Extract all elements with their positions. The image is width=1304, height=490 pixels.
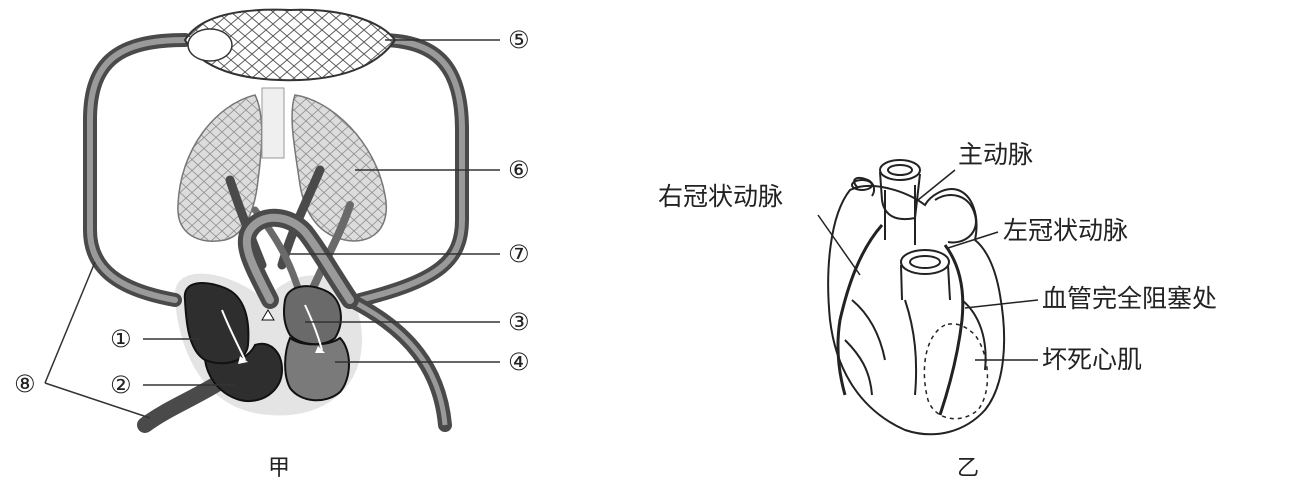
label-aorta: 主动脉 bbox=[958, 140, 1033, 169]
caption-jia: 甲 bbox=[268, 456, 290, 481]
lower-vena-cava bbox=[137, 377, 223, 433]
label-1: ① bbox=[110, 325, 132, 353]
label-2: ② bbox=[110, 371, 132, 399]
right-lung bbox=[291, 94, 388, 242]
label-blockage: 血管完全阻塞处 bbox=[1042, 284, 1217, 313]
label-3: ③ bbox=[508, 308, 530, 336]
label-necrosis: 坏死心肌 bbox=[1042, 345, 1142, 374]
heart-outline bbox=[827, 184, 1006, 436]
left-coronary-artery bbox=[938, 244, 965, 416]
left-atrium bbox=[283, 285, 342, 346]
left-ventricle bbox=[284, 336, 350, 402]
right-atrium bbox=[183, 282, 250, 365]
label-5: ⑤ bbox=[508, 26, 530, 54]
caption-yi: 乙 bbox=[957, 456, 979, 481]
trachea bbox=[261, 87, 285, 159]
figure-jia: ⑤ ⑥ ⑦ ③ ④ ① ② ⑧ 甲 bbox=[14, 8, 530, 481]
label-7: ⑦ bbox=[508, 240, 530, 268]
label-left-coronary: 左冠状动脉 bbox=[1003, 216, 1128, 245]
yi-leader-lines bbox=[817, 169, 1039, 361]
pulmonary-vein-right bbox=[306, 201, 354, 299]
figure-yi bbox=[817, 159, 1039, 436]
label-right-coronary: 右冠状动脉 bbox=[658, 182, 783, 211]
right-ventricle bbox=[203, 342, 284, 403]
systemic-loop-left-vessel bbox=[83, 33, 192, 307]
jia-leader-lines bbox=[44, 39, 500, 419]
necrotic-region bbox=[923, 323, 989, 420]
label-6: ⑥ bbox=[508, 156, 530, 184]
label-4: ④ bbox=[508, 348, 530, 376]
label-8: ⑧ bbox=[14, 370, 36, 398]
right-coronary-artery bbox=[836, 224, 884, 396]
